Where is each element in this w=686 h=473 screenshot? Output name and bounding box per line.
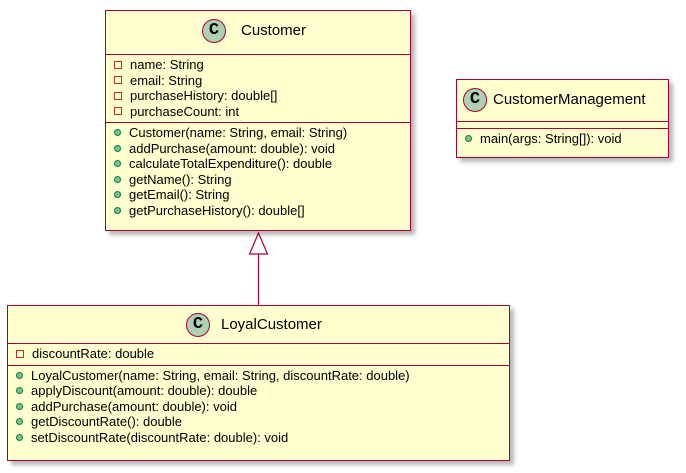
public-visibility-icon bbox=[16, 371, 23, 379]
class-customer-management-header: C CustomerManagement bbox=[457, 80, 668, 122]
method-row: LoyalCustomer(name: String, email: Strin… bbox=[8, 368, 509, 384]
member-text: discountRate: double bbox=[32, 346, 155, 362]
class-customer-header: C Customer bbox=[106, 11, 410, 55]
private-visibility-icon bbox=[16, 349, 24, 358]
method-row: getName(): String bbox=[106, 172, 410, 188]
public-visibility-icon bbox=[114, 206, 121, 214]
member-text: applyDiscount(amount: double): double bbox=[31, 383, 258, 399]
member-text: purchaseHistory: double[] bbox=[130, 88, 278, 104]
member-text: getPurchaseHistory(): double[] bbox=[129, 202, 305, 218]
attribute-row: discountRate: double bbox=[8, 346, 509, 362]
method-row: calculateTotalExpenditure(): double bbox=[106, 156, 410, 172]
class-customer-management[interactable]: C CustomerManagement main(args: String[]… bbox=[456, 79, 669, 158]
private-visibility-icon bbox=[114, 91, 122, 100]
member-text: LoyalCustomer(name: String, email: Strin… bbox=[31, 367, 410, 383]
public-visibility-icon bbox=[114, 160, 121, 168]
class-customer-management-attributes bbox=[457, 122, 668, 129]
class-icon: C bbox=[186, 313, 210, 337]
method-row: getPurchaseHistory(): double[] bbox=[106, 203, 410, 219]
attribute-row: purchaseHistory: double[] bbox=[106, 88, 410, 104]
public-visibility-icon bbox=[114, 175, 121, 183]
method-row: applyDiscount(amount: double): double bbox=[8, 383, 509, 399]
inheritance-arrowhead bbox=[248, 231, 269, 255]
member-text: getName(): String bbox=[129, 171, 232, 187]
class-loyal-customer[interactable]: C LoyalCustomer discountRate: double Loy… bbox=[7, 305, 510, 461]
attribute-row: name: String bbox=[106, 57, 410, 73]
method-row: getEmail(): String bbox=[106, 187, 410, 203]
member-text: setDiscountRate(discountRate: double): v… bbox=[31, 429, 289, 445]
method-row: main(args: String[]): void bbox=[457, 131, 668, 147]
member-text: main(args: String[]): void bbox=[480, 131, 622, 147]
attribute-row: email: String bbox=[106, 73, 410, 89]
public-visibility-icon bbox=[16, 433, 23, 441]
attribute-row: purchaseCount: int bbox=[106, 104, 410, 120]
member-text: name: String bbox=[130, 57, 204, 73]
method-row: addPurchase(amount: double): void bbox=[106, 141, 410, 157]
member-text: calculateTotalExpenditure(): double bbox=[129, 156, 333, 172]
public-visibility-icon bbox=[16, 387, 23, 395]
method-row: getDiscountRate(): double bbox=[8, 414, 509, 430]
member-text: addPurchase(amount: double): void bbox=[129, 140, 335, 156]
class-loyal-customer-attributes: discountRate: double bbox=[8, 344, 509, 366]
private-visibility-icon bbox=[114, 76, 122, 85]
class-customer-management-name: CustomerManagement bbox=[493, 91, 646, 108]
member-text: email: String bbox=[130, 72, 203, 88]
member-text: addPurchase(amount: double): void bbox=[31, 398, 237, 414]
class-icon: C bbox=[463, 88, 487, 112]
public-visibility-icon bbox=[114, 191, 121, 199]
public-visibility-icon bbox=[114, 129, 121, 137]
class-loyal-customer-methods: LoyalCustomer(name: String, email: Strin… bbox=[8, 366, 509, 449]
member-text: Customer(name: String, email: String) bbox=[129, 125, 348, 141]
private-visibility-icon bbox=[114, 107, 122, 116]
public-visibility-icon bbox=[16, 402, 23, 410]
public-visibility-icon bbox=[465, 135, 472, 143]
member-text: getEmail(): String bbox=[129, 187, 230, 203]
member-text: getDiscountRate(): double bbox=[31, 414, 183, 430]
method-row: setDiscountRate(discountRate: double): v… bbox=[8, 430, 509, 446]
method-row: Customer(name: String, email: String) bbox=[106, 125, 410, 141]
public-visibility-icon bbox=[114, 144, 121, 152]
method-row: addPurchase(amount: double): void bbox=[8, 399, 509, 415]
member-text: purchaseCount: int bbox=[130, 103, 240, 119]
private-visibility-icon bbox=[114, 60, 122, 69]
class-customer-methods: Customer(name: String, email: String)add… bbox=[106, 123, 410, 221]
class-loyal-customer-name: LoyalCustomer bbox=[221, 316, 322, 333]
class-icon: C bbox=[202, 19, 226, 43]
class-loyal-customer-header: C LoyalCustomer bbox=[8, 306, 509, 344]
public-visibility-icon bbox=[16, 418, 23, 426]
class-customer-name: Customer bbox=[241, 22, 307, 39]
class-customer-management-methods: main(args: String[]): void bbox=[457, 129, 668, 150]
